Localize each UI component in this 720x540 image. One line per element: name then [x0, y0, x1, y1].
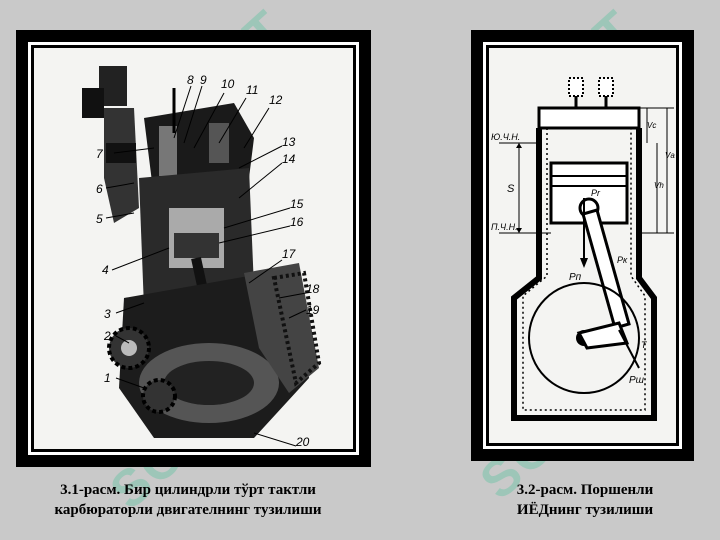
label-psh: Pш [629, 375, 645, 386]
figure1-caption: 3.1-расм. Бир цилиндрли тўрт тактли карб… [0, 480, 376, 520]
figure1-caption-line1: 3.1-расм. Бир цилиндрли тўрт тактли [60, 482, 316, 498]
callout-1: 1 [104, 371, 111, 385]
callout-2: 2 [103, 329, 111, 343]
engine-cutaway-drawing: 7 8 9 10 11 12 13 14 6 5 15 16 4 17 18 1… [34, 48, 353, 449]
callout-20: 20 [295, 435, 310, 449]
callout-10: 10 [221, 77, 235, 91]
label-pr: Pr [591, 188, 601, 198]
callout-11: 11 [246, 83, 258, 97]
label-tdc: Ю.Ч.Н. [491, 132, 520, 142]
callout-8: 8 [187, 73, 194, 87]
callout-3: 3 [104, 307, 111, 321]
callout-5: 5 [96, 212, 103, 226]
label-va: Vа [665, 151, 675, 160]
callout-9: 9 [200, 73, 207, 87]
callout-6: 6 [96, 182, 103, 196]
label-pk: Pк [617, 255, 628, 265]
callout-19: 19 [306, 303, 320, 317]
label-vh: Vh [654, 181, 664, 190]
callout-15: 15 [290, 197, 304, 211]
figure2-caption-line2: ИЁДнинг тузилиши [516, 502, 654, 518]
label-pn: Pп [569, 272, 582, 283]
piston-engine-diagram: Ю.Ч.Н. П.Ч.Н. S Vс Vh Vа Pr Pп Pк Pш T [489, 48, 676, 443]
callout-14: 14 [282, 152, 296, 166]
callout-7: 7 [96, 147, 104, 161]
callout-13: 13 [282, 135, 296, 149]
label-t: T [641, 340, 648, 350]
callout-16: 16 [290, 215, 304, 229]
callout-4: 4 [102, 263, 109, 277]
callout-17: 17 [282, 247, 297, 261]
figure2-frame: Ю.Ч.Н. П.Ч.Н. S Vс Vh Vа Pr Pп Pк Pш T [471, 30, 694, 461]
label-bdc: П.Ч.Н. [491, 222, 518, 232]
callout-18: 18 [306, 282, 320, 296]
label-stroke: S [507, 183, 515, 195]
figure1-caption-line2: карбюраторли двигателнинг тузилиши [54, 502, 322, 518]
label-vc: Vс [647, 121, 656, 130]
callout-12: 12 [269, 93, 283, 107]
figure2-caption: 3.2-расм. Поршенли ИЁДнинг тузилиши [470, 480, 700, 520]
figure2-caption-line1: 3.2-расм. Поршенли [516, 482, 654, 498]
figure1-frame: 7 8 9 10 11 12 13 14 6 5 15 16 4 17 18 1… [16, 30, 371, 467]
